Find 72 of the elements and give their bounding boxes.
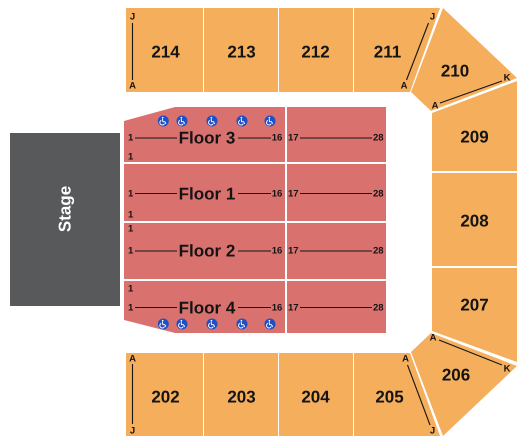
seating-section (432, 173, 517, 266)
seat-number: 1 (128, 188, 134, 198)
row-label: A (432, 101, 438, 111)
section-name: Floor 4 (178, 299, 236, 316)
seat-number: 1 (128, 302, 134, 312)
row-label: A (129, 354, 136, 364)
seat-number: 28 (373, 188, 384, 198)
section-number: 213 (227, 43, 256, 60)
seat-number: 16 (272, 246, 282, 256)
floor-section (124, 281, 285, 333)
seat-number: 28 (373, 302, 384, 312)
seat-number: 28 (373, 133, 384, 143)
seat-number: 1 (128, 246, 134, 256)
floor-section (287, 281, 386, 333)
row-label: A (430, 332, 436, 342)
row-label: J (130, 426, 136, 436)
section-number: 203 (227, 388, 256, 406)
seating-section (204, 8, 278, 92)
section-number: 205 (375, 388, 404, 406)
seat-number: 1 (128, 284, 134, 294)
seat-number: 1 (128, 133, 134, 143)
row-label: A (129, 81, 136, 91)
floor-section (124, 223, 285, 279)
seating-section (432, 268, 517, 362)
seat-number: 17 (288, 188, 299, 198)
row-label: K (504, 364, 510, 374)
floor-section (124, 164, 285, 221)
seat-number: 17 (288, 133, 299, 143)
seat-number: 17 (288, 246, 299, 256)
seat-number: 28 (373, 246, 384, 256)
floor-section (287, 107, 386, 162)
seating-section (126, 353, 203, 436)
seat-number: 16 (272, 133, 282, 143)
floor-section (287, 223, 386, 279)
seating-section (279, 353, 353, 436)
section-number: 212 (301, 43, 330, 60)
section-number: 208 (460, 212, 489, 230)
seating-section (411, 8, 517, 111)
seat-number: 17 (288, 302, 299, 312)
stage-label: Stage (56, 186, 74, 232)
seating-section (432, 81, 517, 171)
section-number: 209 (460, 128, 489, 146)
seating-section (354, 8, 440, 92)
floor-section (287, 164, 386, 221)
seat-number: 1 (128, 210, 134, 220)
stage-block (10, 133, 120, 306)
section-name: Floor 3 (178, 130, 236, 146)
section-number: 207 (460, 296, 489, 314)
row-label: J (130, 12, 136, 22)
seat-number: 16 (272, 188, 282, 198)
section-number: 210 (440, 62, 470, 79)
section-name: Floor 1 (178, 185, 236, 202)
section-number: 211 (374, 43, 402, 60)
seating-section (411, 333, 517, 436)
section-number: 204 (301, 388, 330, 406)
section-number: 214 (151, 43, 180, 60)
seating-section (204, 353, 278, 436)
seating-section (354, 353, 440, 436)
row-label: J (430, 12, 436, 22)
seat-number: 1 (128, 152, 134, 162)
row-label: A (402, 354, 409, 364)
floor-section (124, 107, 285, 162)
seating-section (126, 8, 203, 92)
row-label: A (400, 81, 408, 91)
row-label: J (430, 426, 436, 436)
section-name: Floor 2 (178, 242, 236, 260)
seat-number: 16 (272, 302, 282, 312)
section-number: 206 (442, 366, 470, 384)
seat-number: 1 (128, 224, 134, 234)
row-label: K (504, 73, 510, 83)
section-number: 202 (151, 388, 180, 406)
seating-section (279, 8, 353, 92)
